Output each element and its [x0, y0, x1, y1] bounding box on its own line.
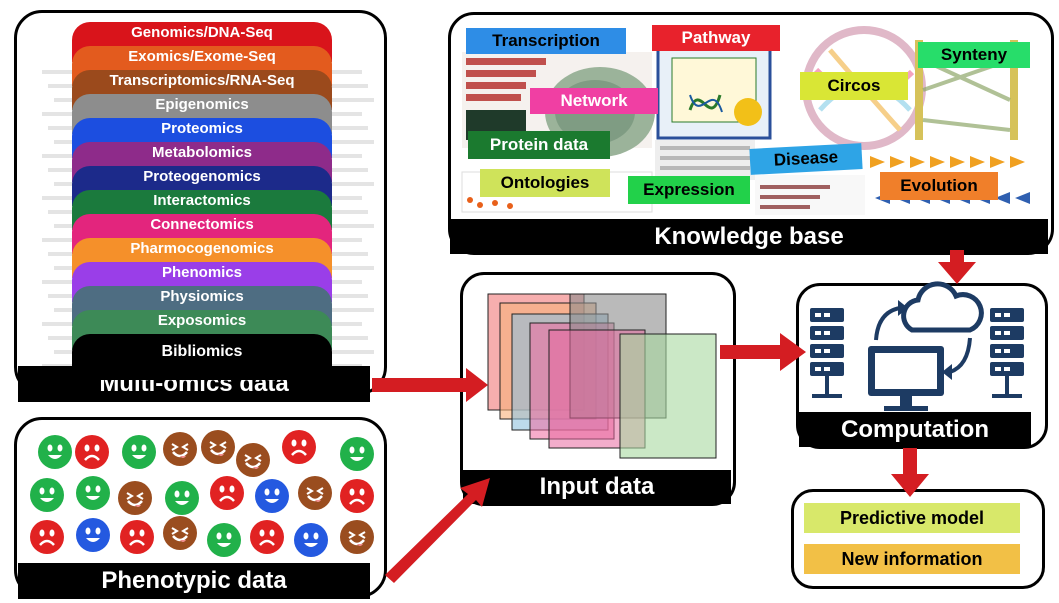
- kb-label-evolution: Evolution: [880, 172, 998, 200]
- sad-face-icon: [250, 520, 284, 554]
- smile-face-icon: [76, 476, 110, 510]
- smile-face-icon: [76, 518, 110, 552]
- wink-face-icon: [163, 516, 197, 550]
- predictive-model-label: Predictive model: [804, 503, 1020, 533]
- sad-face-icon: [120, 520, 154, 554]
- computation-caption: Computation: [799, 412, 1031, 447]
- smile-face-icon: [30, 478, 64, 512]
- kb-label-network: Network: [530, 88, 658, 114]
- wink-face-icon: [236, 443, 270, 477]
- kb-label-pathway: Pathway: [652, 25, 780, 51]
- smile-face-icon: [294, 523, 328, 557]
- kb-label-synteny: Synteny: [918, 42, 1030, 68]
- kb-label-transcription: Transcription: [466, 28, 626, 54]
- phenotypic-caption: Phenotypic data: [18, 563, 370, 599]
- smile-face-icon: [38, 435, 72, 469]
- wink-face-icon: [118, 481, 152, 515]
- smile-face-icon: [207, 523, 241, 557]
- new-information-label: New information: [804, 544, 1020, 574]
- smile-face-icon: [340, 437, 374, 471]
- arrow-kb-to-computation: [938, 250, 976, 284]
- kb-label-ontologies: Ontologies: [480, 169, 610, 197]
- wink-face-icon: [298, 476, 332, 510]
- omics-layer: Bibliomics: [72, 334, 332, 380]
- smile-face-icon: [122, 435, 156, 469]
- sad-face-icon: [282, 430, 316, 464]
- sad-face-icon: [30, 520, 64, 554]
- input-data-caption: Input data: [463, 470, 731, 504]
- knowledge-base-caption: Knowledge base: [450, 219, 1048, 254]
- sad-face-icon: [340, 479, 374, 513]
- kb-label-expression: Expression: [628, 176, 750, 204]
- sad-face-icon: [210, 476, 244, 510]
- kb-label-circos: Circos: [800, 72, 908, 100]
- wink-face-icon: [340, 520, 374, 554]
- kb-label-protein-data: Protein data: [468, 131, 610, 159]
- wink-face-icon: [201, 430, 235, 464]
- smile-face-icon: [255, 479, 289, 513]
- sad-face-icon: [75, 435, 109, 469]
- wink-face-icon: [163, 432, 197, 466]
- smile-face-icon: [165, 481, 199, 515]
